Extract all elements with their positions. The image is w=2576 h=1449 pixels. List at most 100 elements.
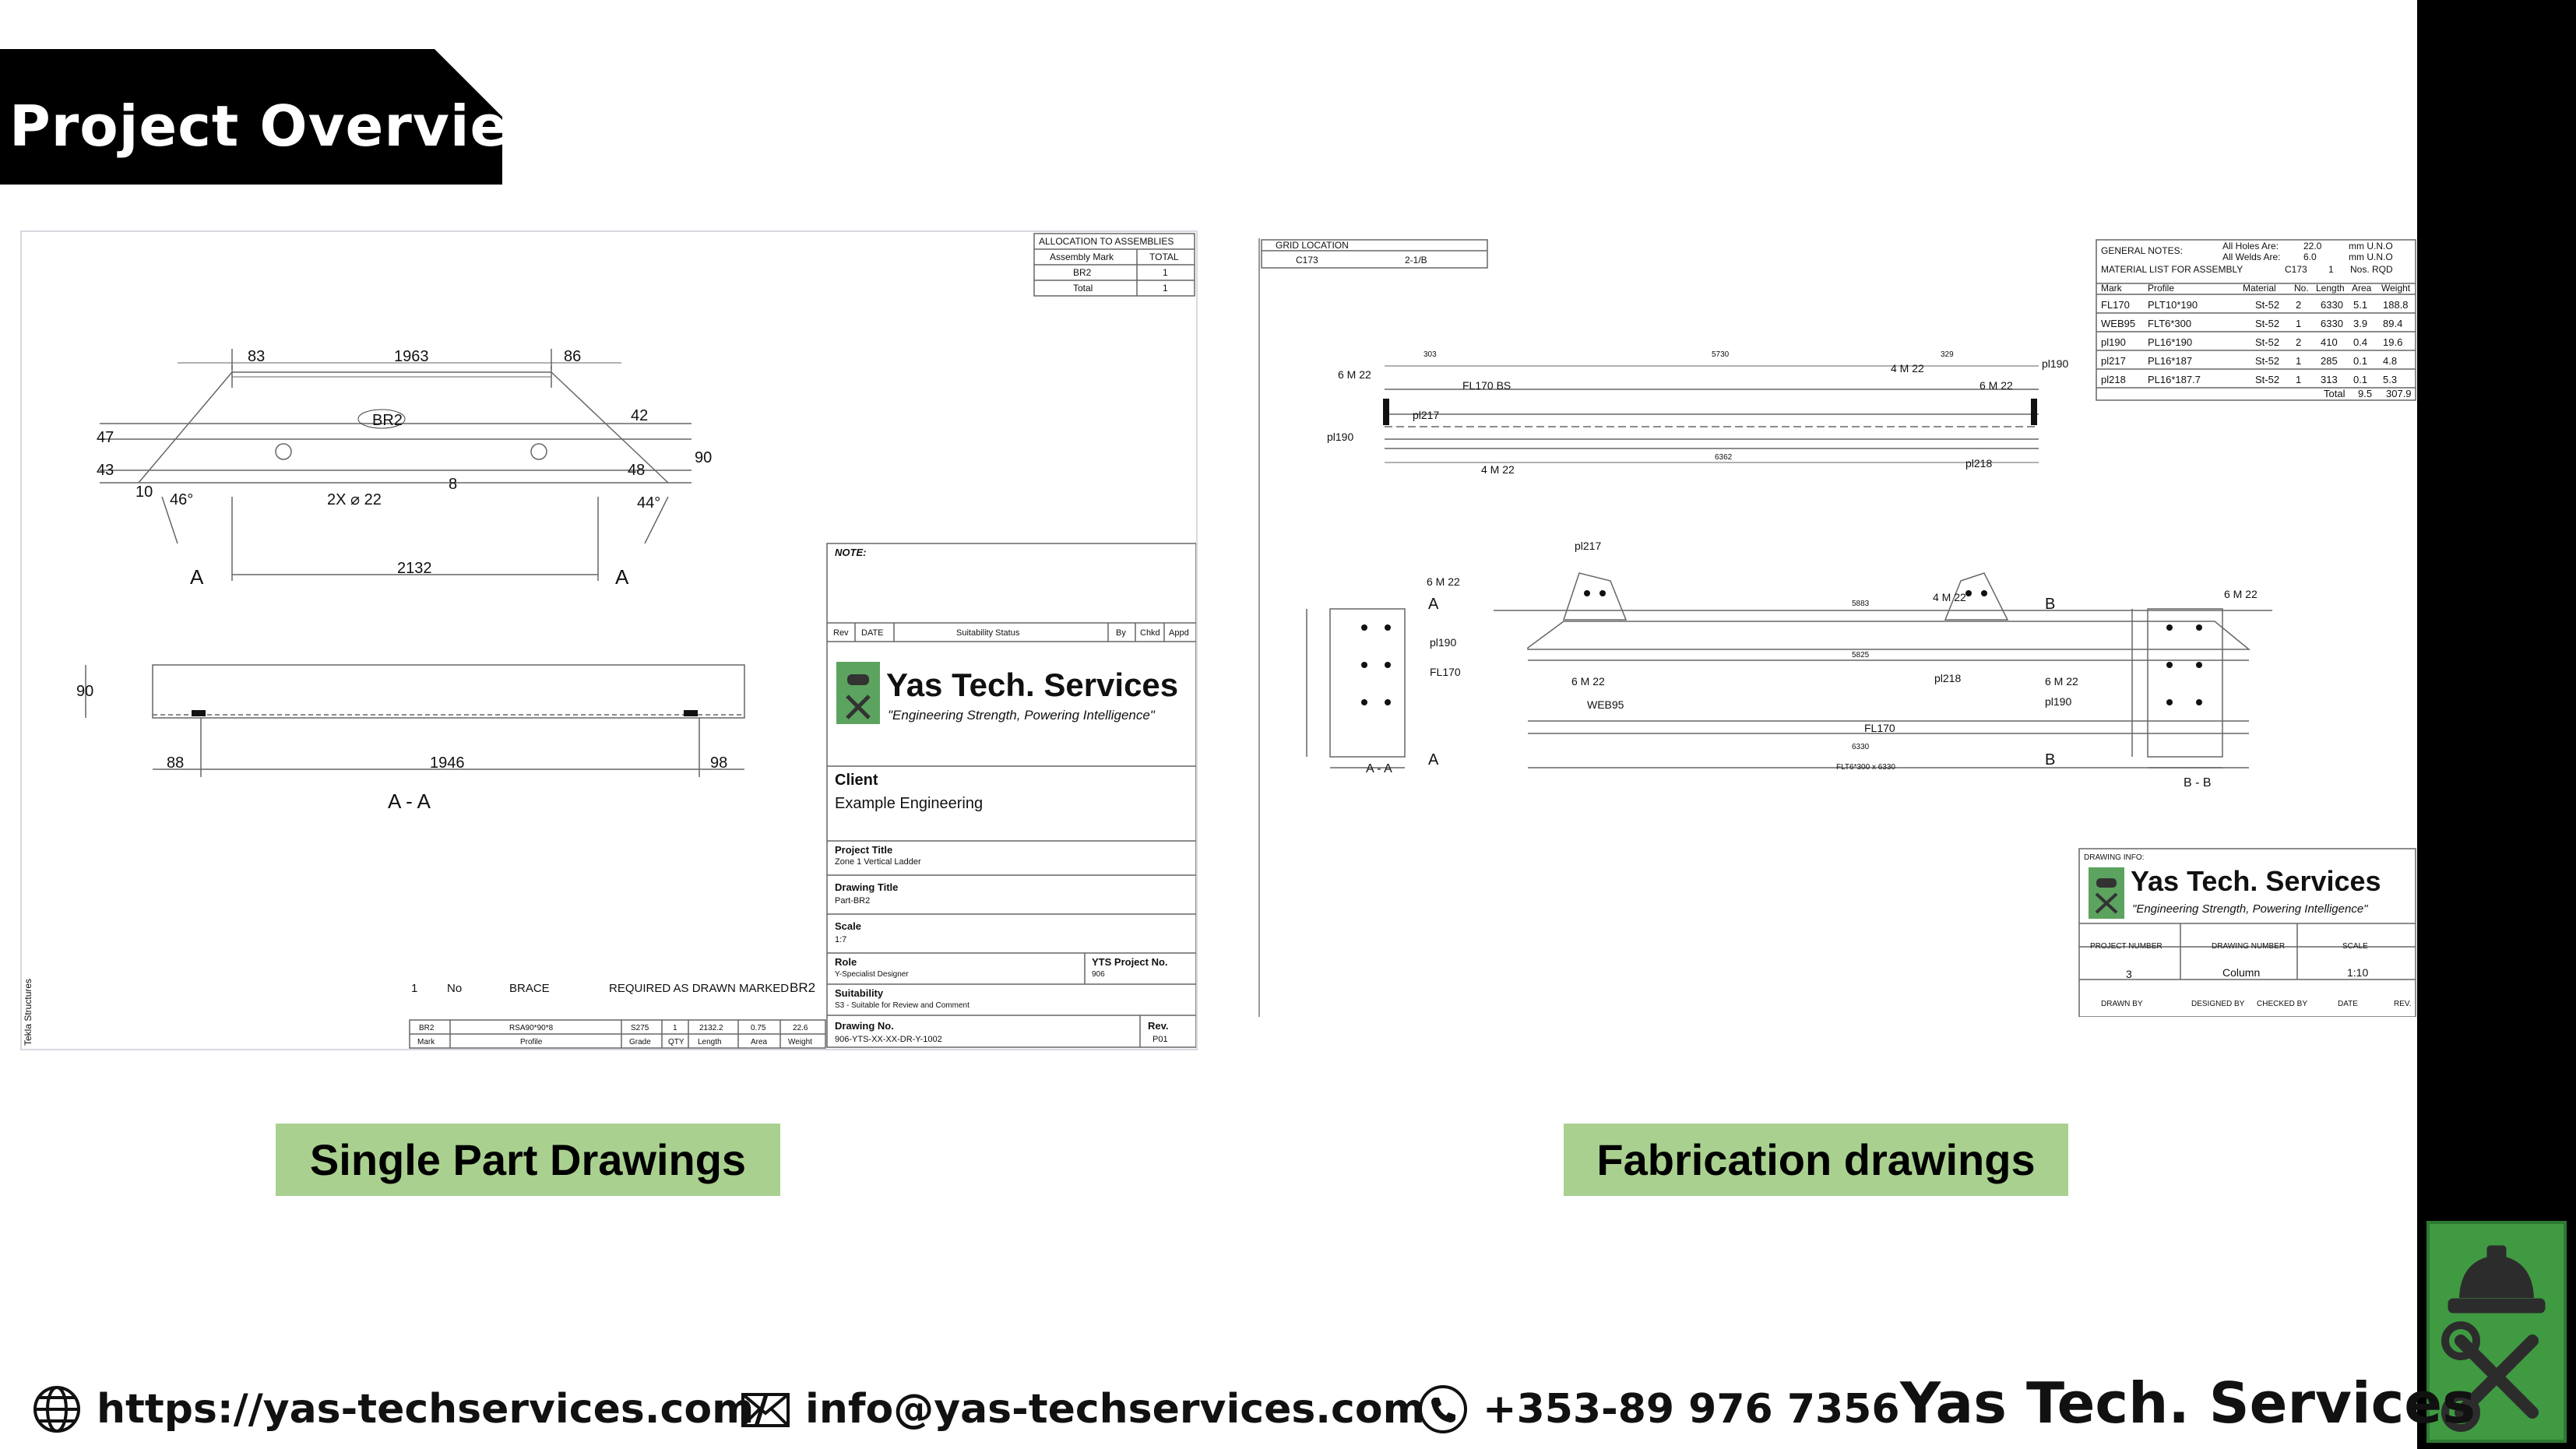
dim-10: 10 bbox=[135, 484, 153, 501]
dim-2132: 2132 bbox=[397, 560, 432, 577]
dim-90: 90 bbox=[695, 449, 712, 466]
material-total-label: Total bbox=[2324, 388, 2345, 399]
parts-hdr-qty: QTY bbox=[668, 1038, 684, 1046]
grid-location-col: C173 bbox=[1296, 255, 1318, 266]
info-val-drawing-number: Column bbox=[2222, 966, 2260, 979]
single-part-drawing: ALLOCATION TO ASSEMBLIES Assembly Mark T… bbox=[20, 230, 1198, 1050]
section-bb-title: B - B bbox=[2184, 776, 2212, 790]
dim-flt: FLT6*300 x 6330 bbox=[1836, 763, 1895, 772]
website-link[interactable]: https://yas-techservices.com/ bbox=[97, 1386, 769, 1433]
dim-42: 42 bbox=[631, 407, 648, 424]
footer-email[interactable]: info@yas-techservices.com bbox=[740, 1378, 1425, 1440]
grid-location-value: 2-1/B bbox=[1405, 255, 1427, 266]
material-cell: 1 bbox=[2296, 318, 2301, 329]
allocation-total-value: 1 bbox=[1163, 283, 1168, 294]
dim-48: 48 bbox=[628, 462, 645, 479]
material-cell: 410 bbox=[2321, 336, 2338, 348]
drawing-info-label: DRAWING INFO: bbox=[2084, 853, 2144, 862]
material-cell: 1 bbox=[2296, 374, 2301, 385]
material-hdr-material: Material bbox=[2243, 283, 2276, 294]
angle-left-label: 46° bbox=[170, 491, 193, 508]
allocation-title: ALLOCATION TO ASSEMBLIES bbox=[1039, 236, 1174, 247]
project-no-value: 906 bbox=[1092, 970, 1105, 979]
dim-43: 43 bbox=[97, 462, 114, 479]
drawing-no-value: 906-YTS-XX-XX-DR-Y-1002 bbox=[835, 1035, 942, 1044]
material-cell: pl218 bbox=[2101, 374, 2126, 385]
material-cell: pl217 bbox=[2101, 355, 2126, 367]
material-cell: 89.4 bbox=[2383, 318, 2402, 329]
parts-val-profile: RSA90*90*8 bbox=[509, 1024, 554, 1032]
parts-hdr-area: Area bbox=[751, 1038, 768, 1046]
caption-single-part: Single Part Drawings bbox=[276, 1124, 780, 1196]
parts-val-area: 0.75 bbox=[751, 1024, 766, 1032]
material-cell: 6330 bbox=[2321, 318, 2343, 329]
holes-value: 22.0 bbox=[2303, 241, 2322, 251]
info-val-project-number: 3 bbox=[2126, 968, 2132, 980]
drawing-title-label: Drawing Title bbox=[835, 881, 898, 893]
section-a-top: A bbox=[1428, 596, 1439, 613]
role-value: Y-Specialist Designer bbox=[835, 970, 909, 979]
rev-value: P01 bbox=[1153, 1035, 1168, 1044]
right-side-bar bbox=[2417, 0, 2576, 1449]
phone-link[interactable]: +353-89 976 7356 bbox=[1483, 1386, 1900, 1433]
section-marker-left: A bbox=[190, 565, 204, 589]
label-pl190-mid: pl190 bbox=[1430, 636, 1456, 649]
label-pl190-top: pl190 bbox=[1327, 431, 1353, 443]
footer-website[interactable]: https://yas-techservices.com/ bbox=[31, 1378, 769, 1440]
dim-5883: 5883 bbox=[1852, 600, 1870, 608]
material-cell: 6330 bbox=[2321, 299, 2343, 311]
material-cell: 2 bbox=[2296, 336, 2301, 348]
dim-5825: 5825 bbox=[1852, 651, 1870, 659]
footer-phone[interactable]: +353-89 976 7356 bbox=[1417, 1378, 1900, 1440]
rev-col-by: By bbox=[1116, 628, 1126, 638]
parts-line-no: No bbox=[447, 982, 462, 995]
material-cell: 285 bbox=[2321, 355, 2338, 367]
phone-icon bbox=[1419, 1385, 1467, 1433]
suitability-value: S3 - Suitable for Review and Comment bbox=[835, 1001, 970, 1010]
label-4m22-top: 4 M 22 bbox=[1891, 362, 1924, 375]
info-val-scale: 1:10 bbox=[2347, 966, 2368, 979]
info-block-tagline: "Engineering Strength, Powering Intellig… bbox=[2132, 902, 2368, 916]
label-pl190-top-right: pl190 bbox=[2042, 357, 2068, 370]
material-hdr-no: No. bbox=[2294, 283, 2309, 294]
label-4m22-bottom: 4 M 22 bbox=[1481, 463, 1515, 476]
label-fl170bs: FL170 BS bbox=[1462, 379, 1511, 392]
role-label: Role bbox=[835, 956, 857, 968]
material-cell: 0.4 bbox=[2353, 336, 2367, 348]
scale-value: 1:7 bbox=[835, 935, 846, 944]
parts-line-mark: BR2 bbox=[790, 980, 815, 995]
dim-1946: 1946 bbox=[430, 754, 465, 772]
rev-col-chkd: Chkd bbox=[1140, 628, 1160, 638]
info-hdr-scale: SCALE bbox=[2342, 942, 2368, 951]
material-hdr-profile: Profile bbox=[2148, 283, 2174, 294]
welds-value: 6.0 bbox=[2303, 251, 2317, 262]
scale-label: Scale bbox=[835, 920, 861, 932]
fabrication-drawing: GRID LOCATION C173 2-1/B GENERAL NOTES: … bbox=[1258, 238, 2417, 1017]
tekla-side-text: Tekla Structures bbox=[23, 979, 33, 1046]
material-cell: WEB95 bbox=[2101, 318, 2135, 329]
material-cell: 5.3 bbox=[2383, 374, 2397, 385]
assembly-mark: C173 bbox=[2285, 264, 2307, 275]
label-6m22-top-right: 6 M 22 bbox=[1980, 379, 2013, 392]
material-cell: PLT10*190 bbox=[2148, 299, 2198, 311]
parts-line-req: REQUIRED AS DRAWN MARKED bbox=[609, 982, 789, 995]
parts-val-mark: BR2 bbox=[419, 1024, 435, 1032]
welds-unit: mm U.N.O bbox=[2349, 251, 2393, 262]
parts-val-length: 2132.2 bbox=[699, 1024, 723, 1032]
material-cell: 19.6 bbox=[2383, 336, 2402, 348]
info-hdr-project-number: PROJECT NUMBER bbox=[2090, 942, 2163, 951]
parts-hdr-profile: Profile bbox=[520, 1038, 543, 1046]
material-cell: 2 bbox=[2296, 299, 2301, 311]
parts-val-grade: S275 bbox=[631, 1024, 649, 1032]
welds-label: All Welds Are: bbox=[2222, 251, 2280, 262]
material-cell: St-52 bbox=[2255, 374, 2279, 385]
info-bottom-checked-by: CHECKED BY bbox=[2257, 1000, 2307, 1008]
envelope-icon bbox=[741, 1393, 790, 1427]
assembly-qty: 1 bbox=[2328, 264, 2334, 275]
material-cell: FL170 bbox=[2101, 299, 2130, 311]
material-cell: St-52 bbox=[2255, 336, 2279, 348]
rev-col-rev: Rev bbox=[833, 628, 849, 638]
email-link[interactable]: info@yas-techservices.com bbox=[805, 1386, 1425, 1433]
material-hdr-length: Length bbox=[2316, 283, 2345, 294]
section-title: A - A bbox=[388, 790, 431, 813]
